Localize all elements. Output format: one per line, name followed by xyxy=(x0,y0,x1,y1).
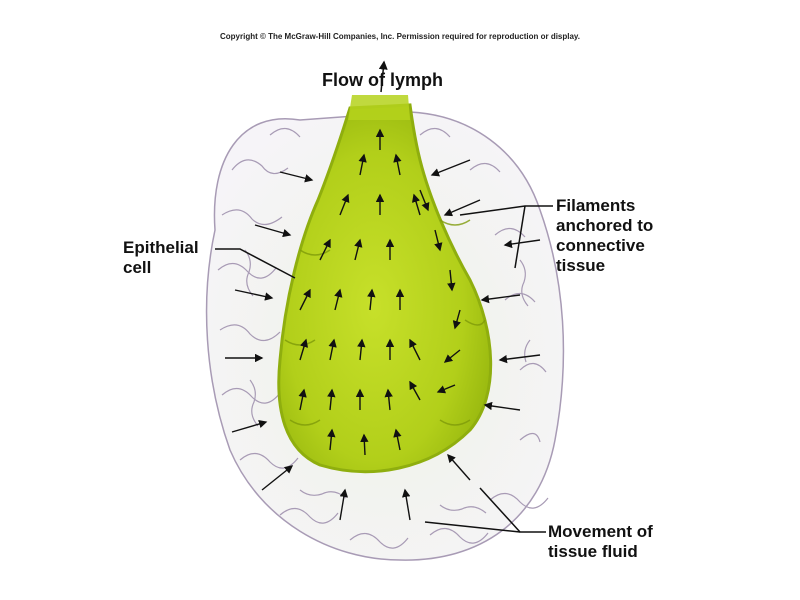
flow-of-lymph-label: Flow of lymph xyxy=(322,70,443,90)
epithelial-cell-label: Epithelial cell xyxy=(123,238,199,278)
filaments-line-2: anchored to xyxy=(556,216,654,235)
lymphatic-capillary xyxy=(277,95,493,474)
epithelial-cell-leader xyxy=(215,248,296,279)
movement-line-1: Movement of xyxy=(548,522,653,541)
filaments-line-4: tissue xyxy=(556,256,606,275)
filaments-line-3: connective xyxy=(556,236,645,255)
epithelial-cell-line-2: cell xyxy=(123,258,152,277)
movement-leader-2 xyxy=(424,521,521,533)
copyright-notice: Copyright © The McGraw-Hill Companies, I… xyxy=(219,32,581,41)
tissue-fluid-arrows xyxy=(225,159,541,521)
flow-of-lymph-arrow xyxy=(378,60,388,93)
internal-flow-arrows xyxy=(298,128,461,456)
filaments-line-1: Filaments xyxy=(556,196,636,215)
leader-lines xyxy=(215,60,553,533)
filaments-label: Filaments anchored to connective tissue xyxy=(556,196,653,276)
movement-of-tissue-fluid-label: Movement of tissue fluid xyxy=(548,522,653,562)
epithelial-cell-line-1: Epithelial xyxy=(123,238,199,257)
movement-line-2: tissue fluid xyxy=(548,542,638,561)
filaments-leader-2 xyxy=(514,205,526,269)
